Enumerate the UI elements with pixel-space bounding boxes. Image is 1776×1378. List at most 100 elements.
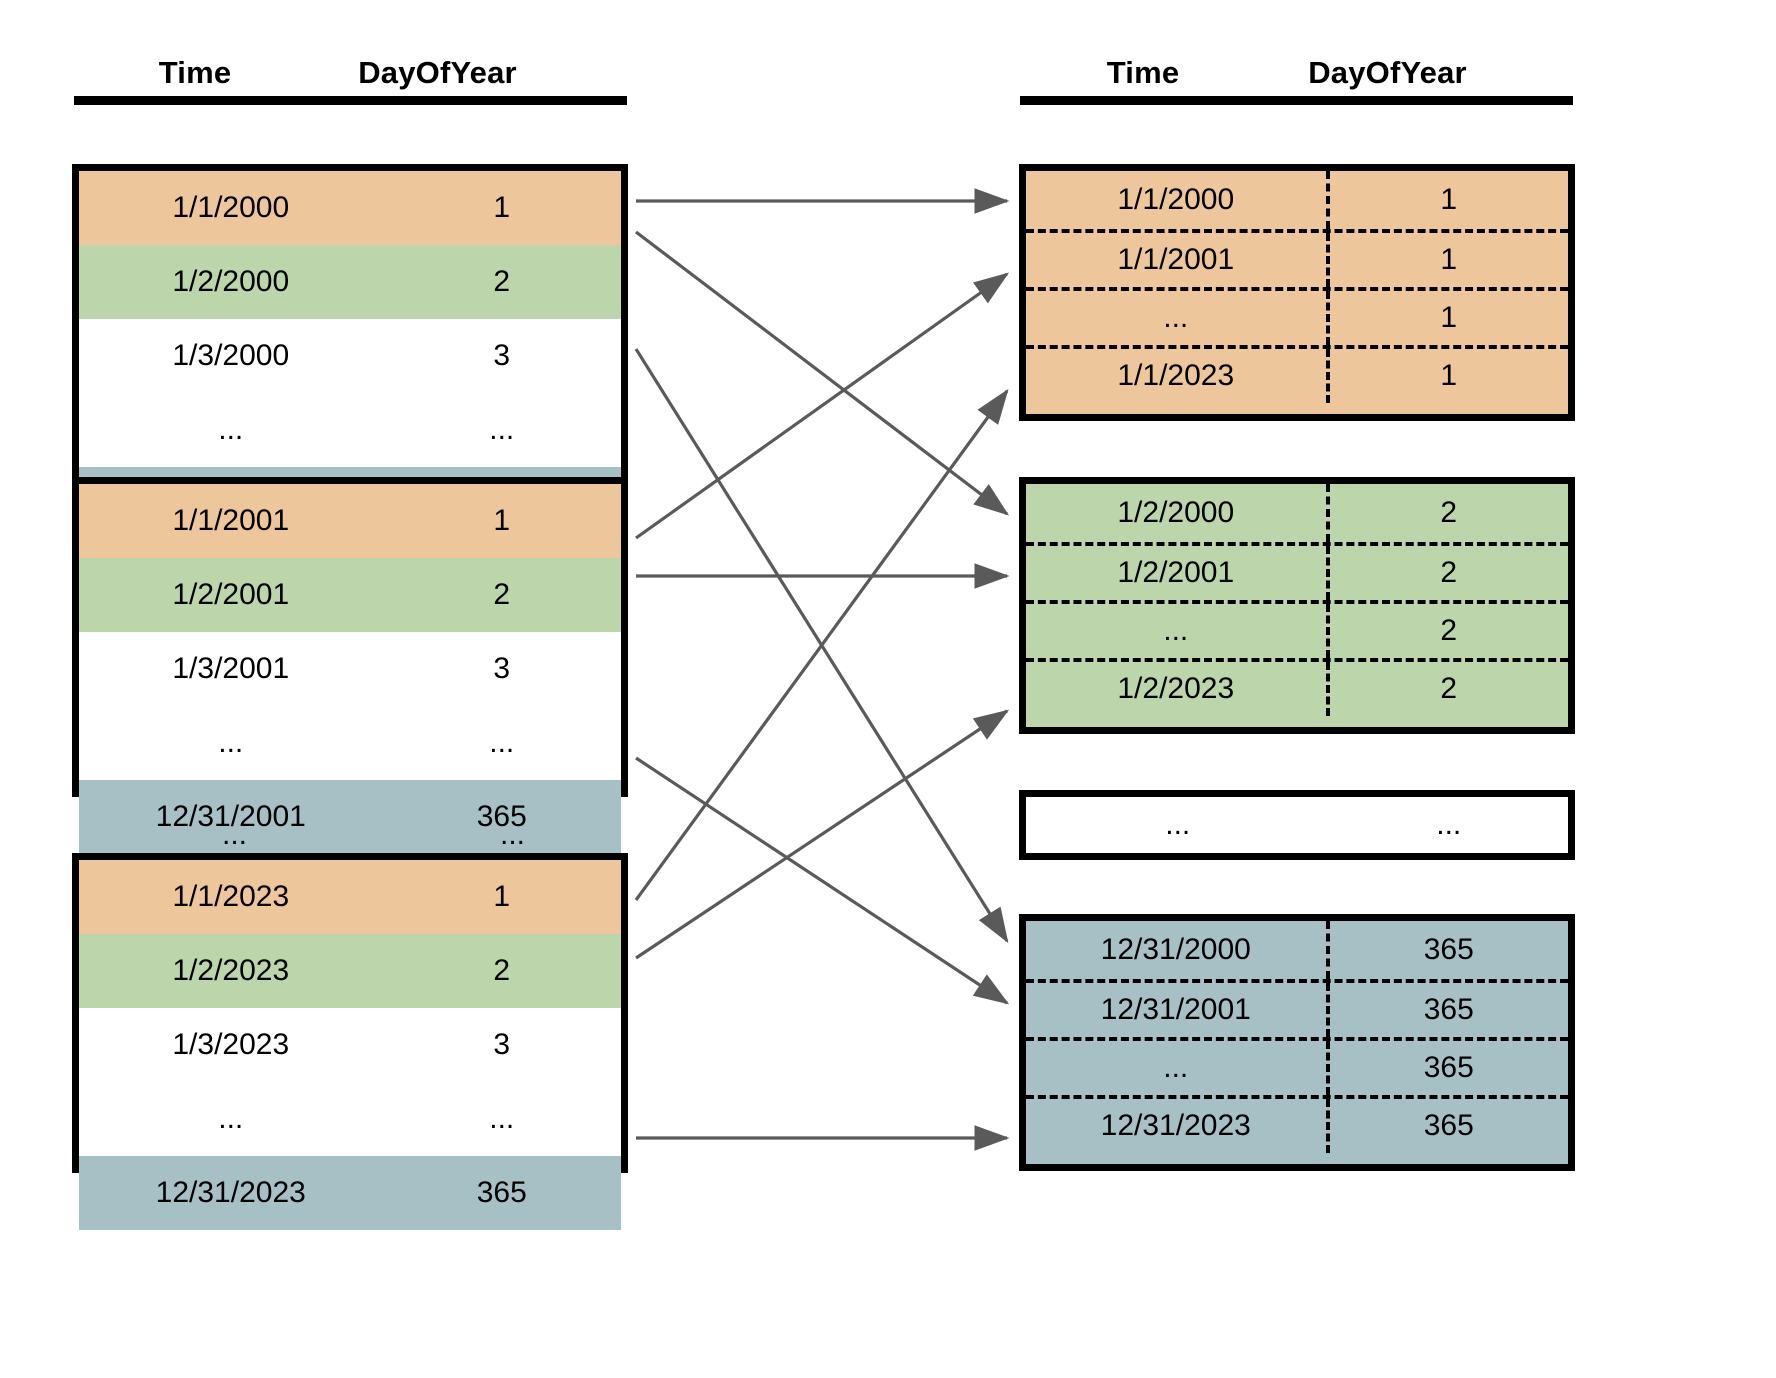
cell-time: ... xyxy=(1026,604,1330,658)
arrow-12-31-2000 xyxy=(634,348,1009,944)
cell-dayofyear: 1 xyxy=(493,880,511,913)
cell-dayofyear: 3 xyxy=(493,652,511,685)
left-table-year-2001: 1/1/2001 1 1/2/2001 2 1/3/2001 3 ... ...… xyxy=(72,477,628,854)
cell-dayofyear: 2 xyxy=(1440,556,1458,589)
cell-dayofyear: 1 xyxy=(1440,183,1458,216)
cell-time: ... xyxy=(1165,808,1191,841)
table-row: ... 2 xyxy=(1026,600,1568,658)
cell-time: 1/2/2001 xyxy=(172,578,290,611)
left-table-year-2000: 1/1/2000 1 1/2/2000 2 1/3/2000 3 ... ...… xyxy=(72,164,628,541)
table-row: 1/2/2001 2 xyxy=(79,558,621,632)
cell-dayofyear: 2 xyxy=(1440,496,1458,529)
table-row: 1/1/2000 1 xyxy=(1026,171,1568,229)
table-row: 1/1/2000 1 xyxy=(79,171,621,245)
table-row: 1/2/2000 2 xyxy=(1026,484,1568,542)
cell-time: 1/3/2000 xyxy=(172,339,290,372)
arrow-1-2-2000 xyxy=(635,230,1010,516)
right-header-time: Time xyxy=(1106,55,1180,90)
cell-time: 1/3/2023 xyxy=(172,1028,290,1061)
cell-dayofyear: 1 xyxy=(1440,359,1458,392)
cell-dayofyear: 365 xyxy=(1423,933,1474,966)
left-gap-ellipsis-dayofyear: ... xyxy=(499,818,525,851)
cell-dayofyear: 1 xyxy=(1440,301,1458,334)
cell-dayofyear: 2 xyxy=(493,265,511,298)
table-row: 1/3/2001 3 xyxy=(79,632,621,706)
arrow-1-2-2023 xyxy=(635,709,1010,960)
cell-time: 1/1/2023 xyxy=(1026,349,1330,403)
cell-time: 1/2/2000 xyxy=(1026,484,1330,542)
cell-dayofyear: 365 xyxy=(1423,1051,1474,1084)
table-row: ... ... xyxy=(1026,797,1568,853)
cell-dayofyear: 2 xyxy=(1440,614,1458,647)
cell-time: 1/3/2001 xyxy=(172,652,290,685)
left-header-dayofyear: DayOfYear xyxy=(358,55,517,90)
cell-time: 1/2/2023 xyxy=(1026,662,1330,716)
cell-dayofyear: ... xyxy=(489,413,515,446)
table-row: 1/2/2000 2 xyxy=(79,245,621,319)
cell-time: 12/31/2001 xyxy=(1026,983,1330,1037)
cell-dayofyear: 1 xyxy=(1440,243,1458,276)
table-row: 1/2/2023 2 xyxy=(79,934,621,1008)
cell-time: 1/2/2001 xyxy=(1026,546,1330,600)
cell-time: 12/31/2023 xyxy=(155,1176,306,1209)
arrow-1-1-2001 xyxy=(635,272,1010,540)
arrow-1-1-2023 xyxy=(634,388,1009,901)
table-row: 1/1/2001 1 xyxy=(1026,229,1568,287)
cell-dayofyear: ... xyxy=(489,726,515,759)
cell-time: 12/31/2000 xyxy=(1026,921,1330,979)
table-row: 12/31/2023 365 xyxy=(1026,1095,1568,1153)
cell-dayofyear: 2 xyxy=(1440,672,1458,705)
table-row: 12/31/2001 365 xyxy=(79,780,621,854)
cell-time: 1/2/2023 xyxy=(172,954,290,987)
table-row: ... ... xyxy=(79,393,621,467)
table-row: 12/31/2023 365 xyxy=(79,1156,621,1230)
cell-dayofyear: 2 xyxy=(493,954,511,987)
cell-dayofyear: 365 xyxy=(1423,1109,1474,1142)
cell-time: 12/31/2023 xyxy=(1026,1099,1330,1153)
left-header-rule xyxy=(74,96,627,105)
table-row: ... ... xyxy=(79,706,621,780)
right-header-dayofyear: DayOfYear xyxy=(1308,55,1467,90)
table-row: 12/31/2001 365 xyxy=(1026,979,1568,1037)
table-row: 1/1/2023 1 xyxy=(79,860,621,934)
cell-time: 1/1/2001 xyxy=(1026,233,1330,287)
right-table-dayofyear-ellipsis: ... ... xyxy=(1019,790,1575,860)
right-table-dayofyear-2: 1/2/2000 2 1/2/2001 2 ... 2 1/2/2023 2 xyxy=(1019,477,1575,734)
cell-time: ... xyxy=(218,413,244,446)
cell-time: 1/1/2000 xyxy=(172,191,290,224)
cell-time: 1/2/2000 xyxy=(172,265,290,298)
cell-dayofyear: ... xyxy=(489,1102,515,1135)
left-header-time: Time xyxy=(158,55,232,90)
cell-dayofyear: 1 xyxy=(493,191,511,224)
cell-time: 12/31/2001 xyxy=(155,800,306,833)
cell-dayofyear: 3 xyxy=(493,339,511,372)
arrow-12-31-2001 xyxy=(635,756,1010,1005)
table-row: 12/31/2000 365 xyxy=(1026,921,1568,979)
cell-time: ... xyxy=(218,726,244,759)
left-table-year-2023: 1/1/2023 1 1/2/2023 2 1/3/2023 3 ... ...… xyxy=(72,853,628,1230)
cell-dayofyear: 1 xyxy=(493,504,511,537)
cell-time: 1/1/2001 xyxy=(172,504,290,537)
right-table-dayofyear-1: 1/1/2000 1 1/1/2001 1 ... 1 1/1/2023 1 xyxy=(1019,164,1575,421)
cell-time: ... xyxy=(1026,1041,1330,1095)
right-header-rule xyxy=(1020,96,1573,105)
cell-time: ... xyxy=(1026,291,1330,345)
right-table-dayofyear-365: 12/31/2000 365 12/31/2001 365 ... 365 12… xyxy=(1019,914,1575,1171)
table-row: ... 365 xyxy=(1026,1037,1568,1095)
table-row: 1/3/2023 3 xyxy=(79,1008,621,1082)
table-row: 1/2/2023 2 xyxy=(1026,658,1568,716)
cell-dayofyear: 2 xyxy=(493,578,511,611)
cell-time: 1/1/2023 xyxy=(172,880,290,913)
cell-time: ... xyxy=(218,1102,244,1135)
table-row: ... ... xyxy=(79,1082,621,1156)
table-row: 1/3/2000 3 xyxy=(79,319,621,393)
cell-dayofyear: ... xyxy=(1436,808,1462,841)
cell-dayofyear: 365 xyxy=(1423,993,1474,1026)
cell-dayofyear: 3 xyxy=(493,1028,511,1061)
left-gap-ellipsis-time: ... xyxy=(221,818,247,851)
table-row: 1/1/2023 1 xyxy=(1026,345,1568,403)
cell-dayofyear: 365 xyxy=(476,1176,527,1209)
cell-time: 1/1/2000 xyxy=(1026,171,1330,229)
table-row: 1/2/2001 2 xyxy=(1026,542,1568,600)
